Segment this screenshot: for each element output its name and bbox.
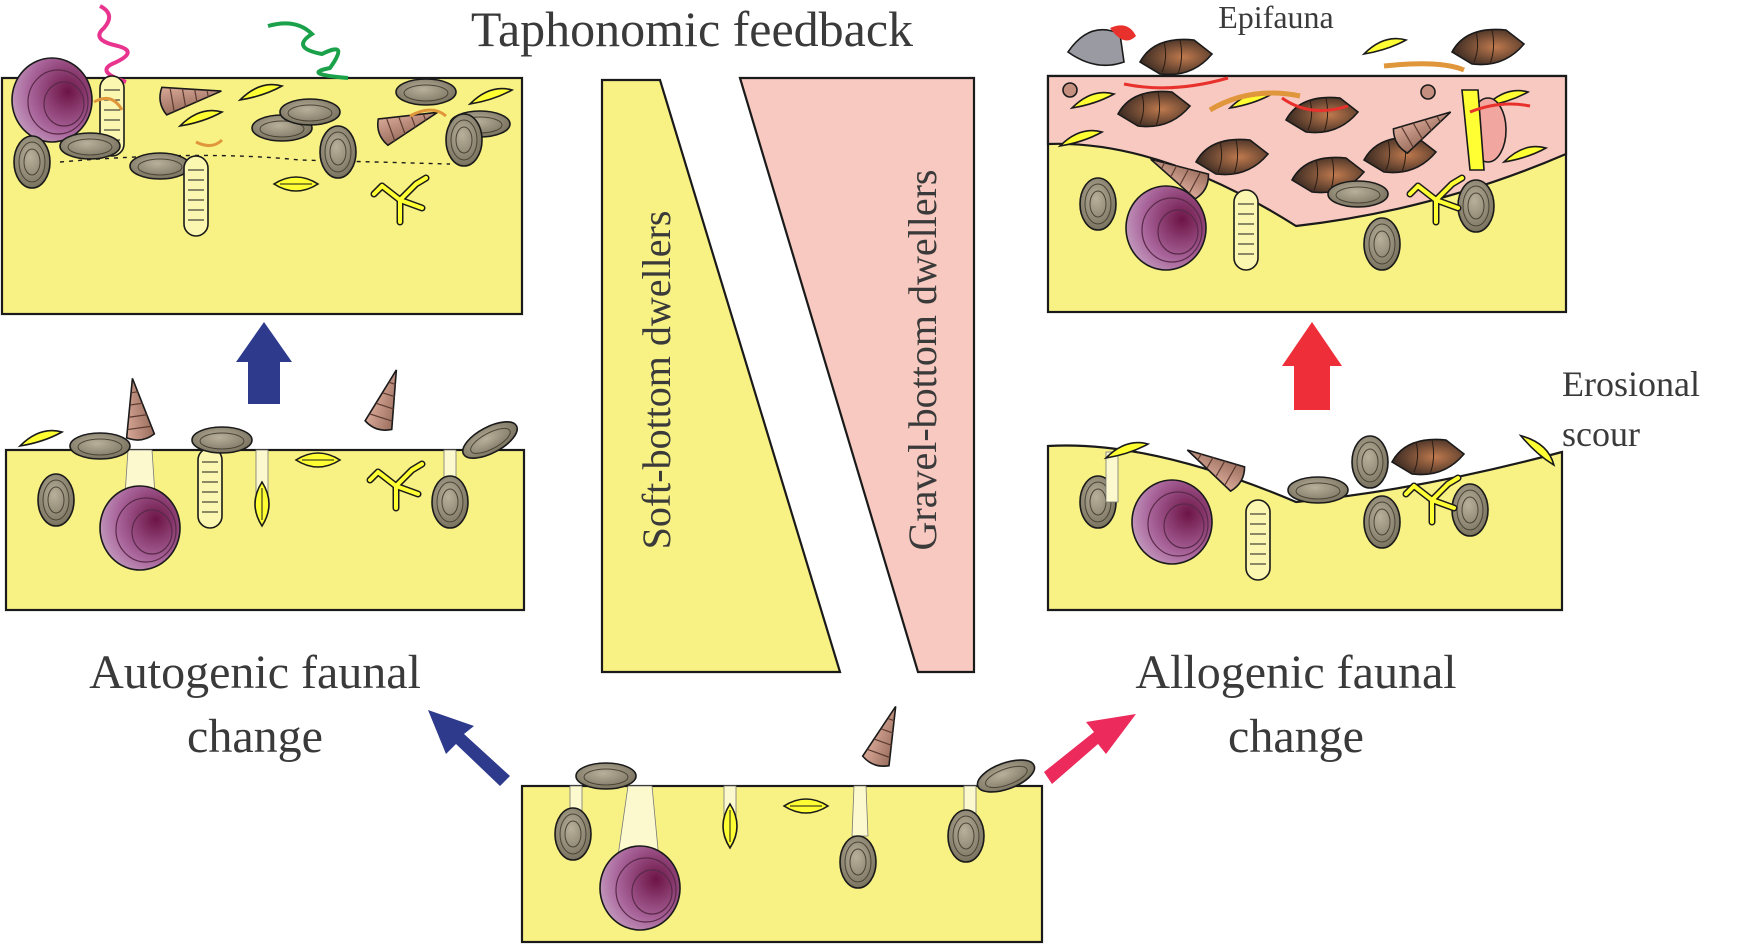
- allogenic-early-panel: [1046, 427, 1564, 612]
- allogenic-label-line2: change: [1228, 710, 1364, 763]
- allogenic-up-arrow: [1282, 322, 1342, 410]
- autogenic-label-line1: Autogenic faunal: [89, 646, 421, 699]
- gravel-bottom-wedge: Gravel-bottom dwellers: [738, 76, 976, 674]
- diagram-title: Taphonomic feedback: [471, 1, 913, 57]
- allogenic-late-panel: [1046, 25, 1568, 314]
- autogenic-late-panel: [0, 4, 524, 316]
- autogenic-early-panel: [4, 364, 526, 612]
- autogenic-label-line2: change: [187, 710, 323, 763]
- soft-bottom-wedge: Soft-bottom dwellers: [600, 78, 842, 674]
- erosional-scour-label-line2: scour: [1562, 414, 1640, 454]
- initial-community-panel: [520, 700, 1044, 944]
- autogenic-diagonal-arrow: [428, 710, 510, 786]
- gravel-bottom-label: Gravel-bottom dwellers: [900, 170, 945, 551]
- allogenic-diagonal-arrow: [1044, 714, 1136, 784]
- epifauna-label: Epifauna: [1218, 0, 1334, 35]
- allogenic-label-line1: Allogenic faunal: [1135, 646, 1456, 699]
- erosional-scour-label-line1: Erosional: [1562, 364, 1700, 404]
- soft-bottom-label: Soft-bottom dwellers: [634, 211, 679, 550]
- autogenic-up-arrow: [236, 322, 292, 404]
